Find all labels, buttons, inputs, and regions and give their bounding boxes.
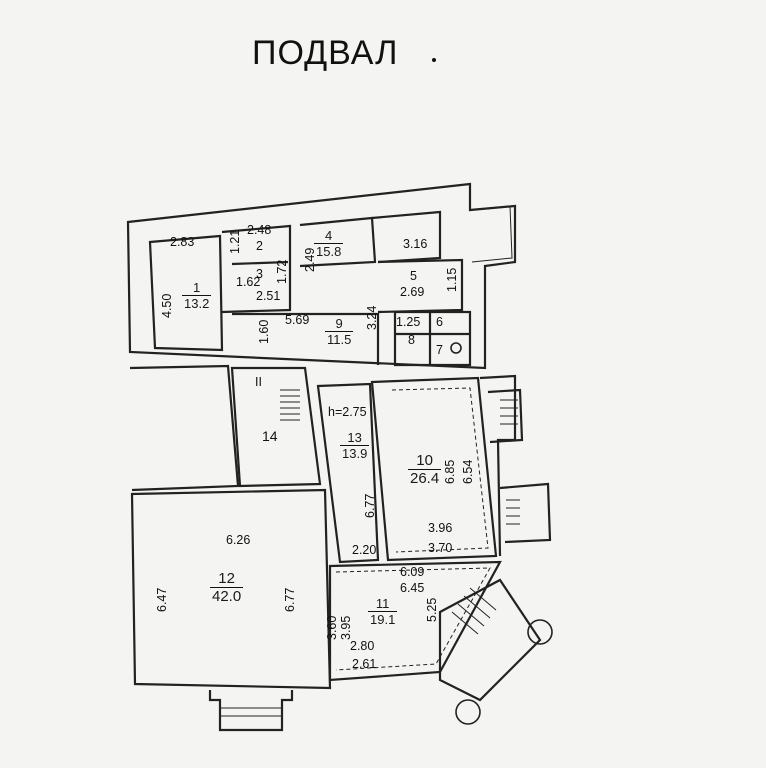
room-10-area: 26.4 xyxy=(410,470,440,487)
room-9-label: 9 11.5 xyxy=(325,316,354,347)
wall-room-14 xyxy=(230,366,322,488)
room-4-area: 15.8 xyxy=(316,244,342,259)
window-bay-1 xyxy=(487,388,524,444)
room-11-label: 11 19.1 xyxy=(368,596,398,627)
room-3-number: 3 xyxy=(256,267,263,281)
room-10-label: 10 26.4 xyxy=(408,452,442,487)
room-12-area: 42.0 xyxy=(212,588,242,605)
bay-column-1 xyxy=(527,619,553,645)
room-9-area: 11.5 xyxy=(327,332,352,347)
room-7-number: 7 xyxy=(436,343,443,357)
dim-r11-c: 3.60 xyxy=(325,615,339,640)
outer-wall-upper xyxy=(126,182,517,370)
dim-r2-side: 1.21 xyxy=(228,229,242,254)
room-2-number: 2 xyxy=(256,239,263,253)
dim-r12-top: 6.26 xyxy=(226,533,251,547)
dim-r4-side: 2.49 xyxy=(303,247,317,272)
wall-room-2-3 xyxy=(221,224,292,314)
window-bay-2 xyxy=(499,482,552,544)
dim-r4-right: 3.16 xyxy=(403,237,428,251)
dim-r2-top: 2.48 xyxy=(247,223,272,237)
room-10-number: 10 xyxy=(408,452,442,470)
wall-room-12 xyxy=(130,488,332,690)
dim-r12-left: 6.47 xyxy=(155,587,169,612)
wall-room-1 xyxy=(148,234,224,352)
room-13-area: 13.9 xyxy=(342,446,368,461)
wall-room-13 xyxy=(316,382,380,564)
room-1-number: 1 xyxy=(182,280,212,296)
dim-r12-right: 6.77 xyxy=(283,587,297,612)
room-1-area: 13.2 xyxy=(184,296,210,311)
stair-mark: II xyxy=(255,375,262,389)
room-1-label: 1 13.2 xyxy=(182,280,212,311)
room-4-number: 4 xyxy=(314,228,344,244)
dim-r13-side: 6.77 xyxy=(363,493,377,518)
dim-r1-top: 2.83 xyxy=(170,235,195,249)
room-11-area: 19.1 xyxy=(370,612,396,627)
bay-stair xyxy=(451,587,497,635)
dim-r11-g: 2.61 xyxy=(352,657,377,671)
dim-r9-left: 1.60 xyxy=(257,319,271,344)
dim-r6-width: 1.25 xyxy=(396,315,421,329)
dim-r11-f: 2.80 xyxy=(350,639,375,653)
plan-title: ПОДВАЛ xyxy=(252,34,399,72)
entrance-step xyxy=(220,707,282,717)
dim-r11-b: 6.45 xyxy=(400,581,425,595)
dim-r10-c: 3.96 xyxy=(428,521,453,535)
wall-room-3 xyxy=(231,260,289,266)
upper-window xyxy=(469,205,513,263)
wall-room-10 xyxy=(370,376,498,562)
outer-wall-right xyxy=(479,374,517,557)
dim-r10-b: 6.54 xyxy=(461,459,475,484)
room-5-number: 5 xyxy=(410,269,417,283)
room-13-number: 13 xyxy=(340,430,370,446)
dim-r13-bottom: 2.20 xyxy=(352,543,377,557)
dim-r10-d: 3.70 xyxy=(428,541,453,555)
wall-room-9 xyxy=(232,312,380,365)
dim-r1-side: 4.50 xyxy=(160,293,174,318)
room-12-number: 12 xyxy=(210,570,244,588)
dim-r10-a: 6.85 xyxy=(443,459,457,484)
dim-r11-d: 3.95 xyxy=(339,615,353,640)
window-step-2 xyxy=(506,499,520,525)
wall-room-6-7-8 xyxy=(393,310,472,367)
height-note: h=2.75 xyxy=(328,405,367,419)
room-12-label: 12 42.0 xyxy=(210,570,244,605)
dim-r3-side: 1.72 xyxy=(275,259,289,284)
bay-column-2 xyxy=(455,699,481,725)
outer-wall-left xyxy=(129,364,240,492)
room-9-number: 9 xyxy=(325,316,354,332)
bay-entrance xyxy=(208,690,294,732)
stair-14 xyxy=(280,389,300,421)
window-step-1 xyxy=(500,399,518,425)
room-6-number: 6 xyxy=(436,315,443,329)
dim-r5-bottom: 2.69 xyxy=(400,285,425,299)
bay-structure xyxy=(438,578,542,702)
room-13-label: 13 13.9 xyxy=(340,430,370,461)
fixture-7 xyxy=(450,342,462,354)
dim-r3-left: 1.62 xyxy=(236,275,261,289)
dim-r11-a: 6.09 xyxy=(400,565,425,579)
dashed-line-11 xyxy=(335,567,491,671)
dim-r11-e: 5.25 xyxy=(425,597,439,622)
room-11-number: 11 xyxy=(368,596,398,612)
wall-room-4b xyxy=(371,210,442,264)
room-8-number: 8 xyxy=(408,333,415,347)
dim-r3-bottom: 2.51 xyxy=(256,289,281,303)
dim-r9-width: 5.69 xyxy=(285,313,310,327)
room-14-number: 14 xyxy=(262,428,278,444)
dim-r5-side: 1.15 xyxy=(445,267,459,292)
title-dot xyxy=(432,58,436,62)
room-4-label: 4 15.8 xyxy=(314,228,344,259)
dim-r9-right: 3.24 xyxy=(365,305,379,330)
wall-room-6-7 xyxy=(395,312,470,365)
wall-room-4 xyxy=(299,216,377,268)
